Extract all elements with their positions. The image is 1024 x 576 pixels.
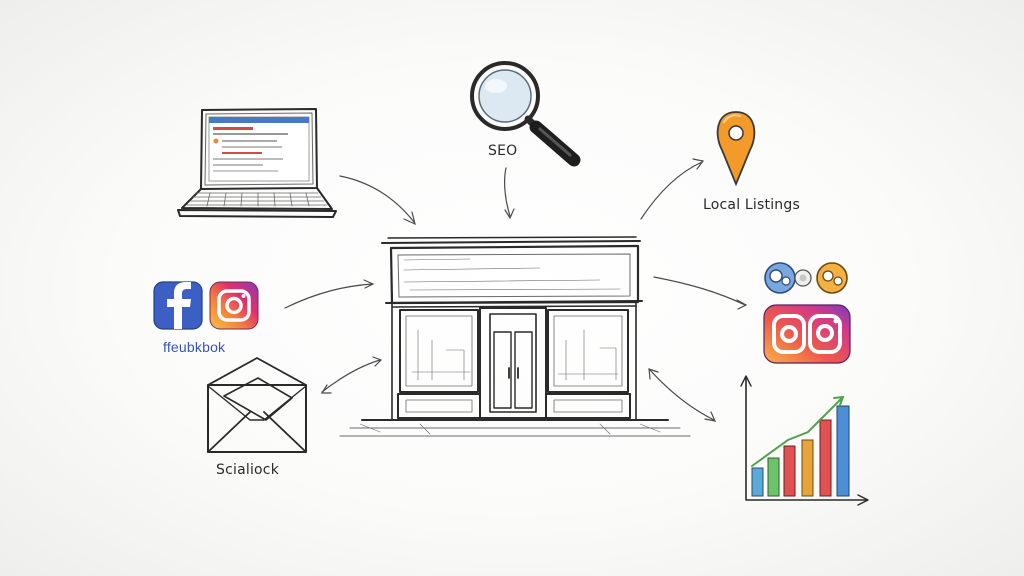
instagram-icon bbox=[210, 282, 258, 329]
arrow-store-chart bbox=[649, 369, 715, 421]
envelope-icon bbox=[208, 358, 306, 452]
chart-bars bbox=[752, 406, 849, 496]
arrow-laptop-to-store bbox=[340, 176, 415, 224]
arrow-store-to-badges bbox=[654, 277, 746, 309]
facebook-label: ffeubkbok bbox=[163, 339, 225, 355]
laptop-icon bbox=[178, 109, 336, 217]
email-label: Scialiock bbox=[216, 462, 279, 478]
arrow-social-to-store bbox=[285, 280, 373, 308]
social-badges-icon bbox=[764, 263, 850, 363]
arrow-envelope-store bbox=[322, 357, 381, 393]
local-listings-label: Local Listings bbox=[703, 197, 800, 213]
storefront-icon bbox=[340, 237, 690, 436]
bar-chart-icon bbox=[741, 376, 868, 505]
map-pin-icon bbox=[718, 112, 755, 184]
seo-label: SEO bbox=[488, 143, 517, 159]
arrow-seo-to-store bbox=[505, 168, 514, 218]
facebook-icon bbox=[154, 282, 202, 329]
arrow-store-to-local bbox=[641, 159, 703, 219]
